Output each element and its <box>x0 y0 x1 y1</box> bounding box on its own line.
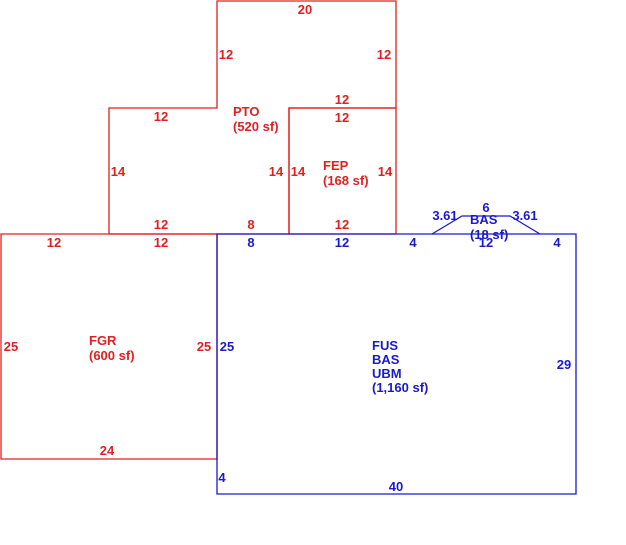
dim-main-bottom: 40 <box>389 479 403 494</box>
dim-pto-bottom-right: 8 <box>247 217 254 232</box>
dim-pto-step: 12 <box>154 109 168 124</box>
dim-fgr-top-right: 12 <box>154 235 168 250</box>
dim-main-top-mid: 12 <box>335 235 349 250</box>
pto-area-size: (520 sf) <box>233 119 279 134</box>
bay-window-outline <box>431 215 541 235</box>
dim-pto-top: 20 <box>298 2 312 17</box>
dim-pto-bottom-left: 12 <box>154 217 168 232</box>
fep-area-code: FEP <box>323 158 349 173</box>
main-area-code-3: UBM <box>372 366 402 381</box>
dim-pto-left-upper: 12 <box>219 47 233 62</box>
dim-fep-top: 12 <box>335 110 349 125</box>
dim-fep-bottom: 12 <box>335 217 349 232</box>
main-area-size: (1,160 sf) <box>372 380 428 395</box>
dim-main-top-seg3: 4 <box>553 235 561 250</box>
fgr-area-size: (600 sf) <box>89 348 135 363</box>
dim-fgr-top-left: 12 <box>47 235 61 250</box>
dim-fgr-right: 25 <box>197 339 211 354</box>
dim-fgr-left: 25 <box>4 339 18 354</box>
fgr-area-code: FGR <box>89 333 117 348</box>
main-area-code-2: BAS <box>372 352 400 367</box>
dim-main-top-left: 8 <box>247 235 254 250</box>
dim-main-left-lower: 4 <box>218 470 226 485</box>
dim-main-right: 29 <box>557 357 571 372</box>
dim-bay-left: 3.61 <box>432 208 457 223</box>
bay-area-code: BAS <box>470 212 498 227</box>
dim-main-top-seg1: 4 <box>409 235 417 250</box>
dim-pto-right-upper: 12 <box>377 47 391 62</box>
dim-bay-right: 3.61 <box>512 208 537 223</box>
dim-fep-left: 14 <box>291 164 306 179</box>
dim-bay-top: 6 <box>482 200 489 215</box>
fep-area-size: (168 sf) <box>323 173 369 188</box>
main-living-area-outline <box>216 233 577 495</box>
dim-fep-right: 14 <box>378 164 393 179</box>
dim-fgr-bottom: 24 <box>100 443 115 458</box>
dim-pto-mid-horizontal: 12 <box>335 92 349 107</box>
main-area-code-1: FUS <box>372 338 398 353</box>
dim-pto-left: 14 <box>111 164 126 179</box>
pto-area-code: PTO <box>233 104 260 119</box>
bay-area-size: (18 sf) <box>470 227 508 242</box>
dim-main-left: 25 <box>220 339 234 354</box>
dim-main-top-seg2: 12 <box>479 235 493 250</box>
dim-pto-right: 14 <box>269 164 284 179</box>
